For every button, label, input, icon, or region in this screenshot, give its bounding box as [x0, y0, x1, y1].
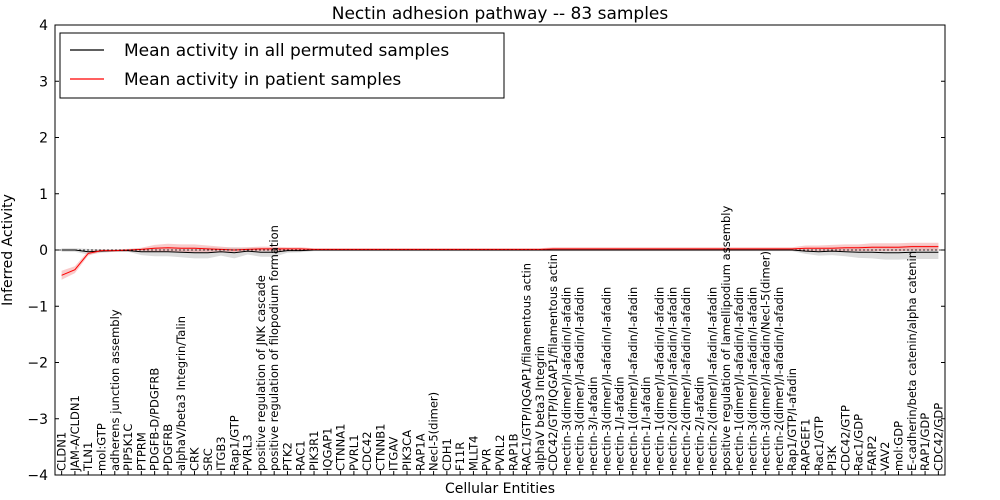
x-tick-label: Rac1/GTP: [812, 416, 826, 471]
x-tick-label: mol:GDP: [892, 421, 906, 471]
x-tick-label: RAP1A: [413, 433, 427, 471]
y-tick-label: −4: [27, 468, 48, 484]
y-tick-label: −2: [27, 356, 48, 372]
x-tick-label: nectin-1(dimer)/I-afadin/I-afadin: [652, 287, 666, 471]
legend: Mean activity in all permuted samples Me…: [59, 32, 505, 99]
x-tick-label: PVR: [480, 448, 494, 471]
x-tick-label: positive regulation of filopodium format…: [267, 225, 281, 471]
x-tick-label: Rac1/GDP: [852, 414, 866, 471]
x-tick-label: MLLT4: [466, 436, 480, 472]
x-tick-label: E-cadherin/beta catenin/alpha catenin: [905, 251, 919, 471]
y-tick-label: 2: [39, 131, 48, 147]
x-tick-label: PVRL2: [493, 434, 507, 471]
x-tick-label: CDC42: [360, 431, 374, 471]
x-tick-label: nectin-3(dimer)/I-afadin/I-afadin: [599, 287, 613, 471]
x-tick-label: positive regulation of lamellipodium ass…: [719, 206, 733, 471]
x-tick-label: RAP1/GDP: [918, 413, 932, 471]
x-tick-label: Rap1/GTP/I-afadin: [785, 368, 799, 471]
x-tick-label: nectin-1/I-afadin: [639, 377, 653, 472]
x-tick-label: PIK3R1: [307, 431, 321, 472]
plot-area-frame: [54, 24, 946, 476]
y-tick-label: −3: [27, 412, 48, 428]
x-tick-label: PDGFB-D/PDGFRB: [148, 368, 162, 471]
x-tick-label: FARP2: [865, 435, 879, 471]
x-tick-label: IQGAP1: [320, 428, 334, 471]
x-tick-label: nectin-3(dimer)/I-afadin/Necl-5(dimer): [759, 251, 773, 471]
x-tick-label: nectin-3/I-afadin: [586, 377, 600, 472]
x-tick-label: PVRL3: [241, 434, 255, 471]
x-tick-label: nectin-1(dimer)/I-afadin/I-afadin: [732, 287, 746, 471]
x-tick-label: TLN1: [81, 442, 95, 472]
legend-label-permuted: Mean activity in all permuted samples: [124, 41, 449, 61]
x-tick-label: CDH1: [440, 438, 454, 471]
x-tick-label: alphaV/beta3 Integrin/Talin: [174, 316, 188, 471]
x-tick-label: PIK3CA: [400, 430, 414, 471]
x-tick-label: PTK2: [280, 442, 294, 471]
x-tick-label: nectin-1/I-afadin: [613, 377, 627, 472]
x-tick-label: PI3K: [825, 445, 839, 471]
y-tick-label: 0: [39, 243, 48, 259]
y-tick-label: 4: [39, 18, 48, 34]
x-tick-label: Rap1/GTP: [227, 415, 241, 471]
x-tick-label: RAC1: [294, 440, 308, 471]
x-tick-label: mol:GTP: [94, 423, 108, 471]
x-tick-label: positive regulation of JNK cascade: [254, 275, 268, 471]
x-tick-label: CRK: [187, 447, 201, 471]
x-tick-label: nectin-2/I-afadin: [692, 377, 706, 472]
x-tick-label: ITGB3: [214, 436, 228, 471]
x-axis-label: Cellular Entities: [445, 481, 555, 497]
y-axis-label: Inferred Activity: [0, 194, 16, 306]
x-tick-label: PVRL1: [347, 434, 361, 471]
x-tick-label: CDC42/GDP: [931, 403, 945, 471]
x-tick-label: adherens junction assembly: [108, 309, 122, 471]
x-tick-label: nectin-2(dimer)/I-afadin/I-afadin: [666, 287, 680, 471]
legend-box: [59, 32, 505, 99]
x-tick-label: CDC42/GTP: [838, 405, 852, 471]
x-tick-label: CTNNA1: [334, 424, 348, 471]
x-tick-label: nectin-2(dimer)/I-afadin/I-afadin: [772, 287, 786, 471]
x-tick-label: SRC: [201, 448, 215, 471]
x-tick-label: RAC1/GTP/IQGAP1/filamentous actin: [520, 263, 534, 471]
x-tick-label: nectin-2(dimer)/I-afadin/I-afadin: [679, 287, 693, 471]
x-tick-label: CDC42/GTP/IQGAP1/filamentous actin: [546, 254, 560, 471]
x-tick-label: JAM-A/CLDN1: [68, 395, 82, 472]
x-tick-label: ITGAV: [387, 437, 401, 471]
x-tick-label: PIP5K1C: [121, 424, 135, 471]
x-tick-label: CTNNB1: [373, 424, 387, 471]
x-tick-label: nectin-1(dimer)/I-afadin/I-afadin: [626, 287, 640, 471]
x-tick-label: RAP1B: [506, 433, 520, 471]
legend-label-patient: Mean activity in patient samples: [124, 70, 401, 90]
x-tick-label: nectin-3(dimer)/I-afadin/I-afadin: [745, 287, 759, 471]
x-tick-label: alphaV beta3 Integrin: [533, 346, 547, 471]
x-tick-label: nectin-2(dimer)/I-afadin/I-afadin: [706, 287, 720, 471]
x-tick-label: CLDN1: [55, 432, 69, 471]
x-tick-label: Necl-5(dimer): [427, 392, 441, 471]
series-line-1: [61, 246, 939, 276]
y-tick-label: −1: [27, 299, 48, 315]
y-tick-label: 1: [39, 187, 48, 203]
chart-title: Nectin adhesion pathway -- 83 samples: [332, 4, 669, 24]
x-tick-label: nectin-3(dimer)/I-afadin/I-afadin: [559, 287, 573, 471]
x-tick-label: PDGFRB: [161, 424, 175, 471]
y-tick-label: 3: [39, 74, 48, 90]
x-tick-label: F11R: [453, 442, 467, 471]
x-tick-label: nectin-3(dimer)/I-afadin/I-afadin: [573, 287, 587, 471]
x-tick-label: PTPRM: [134, 432, 148, 471]
y-axis-ticks: −4 −3 −2 −1 0 1 2 3 4: [27, 18, 945, 484]
x-tick-label: RAPGEF1: [799, 419, 813, 471]
x-tick-label: VAV2: [878, 442, 892, 471]
